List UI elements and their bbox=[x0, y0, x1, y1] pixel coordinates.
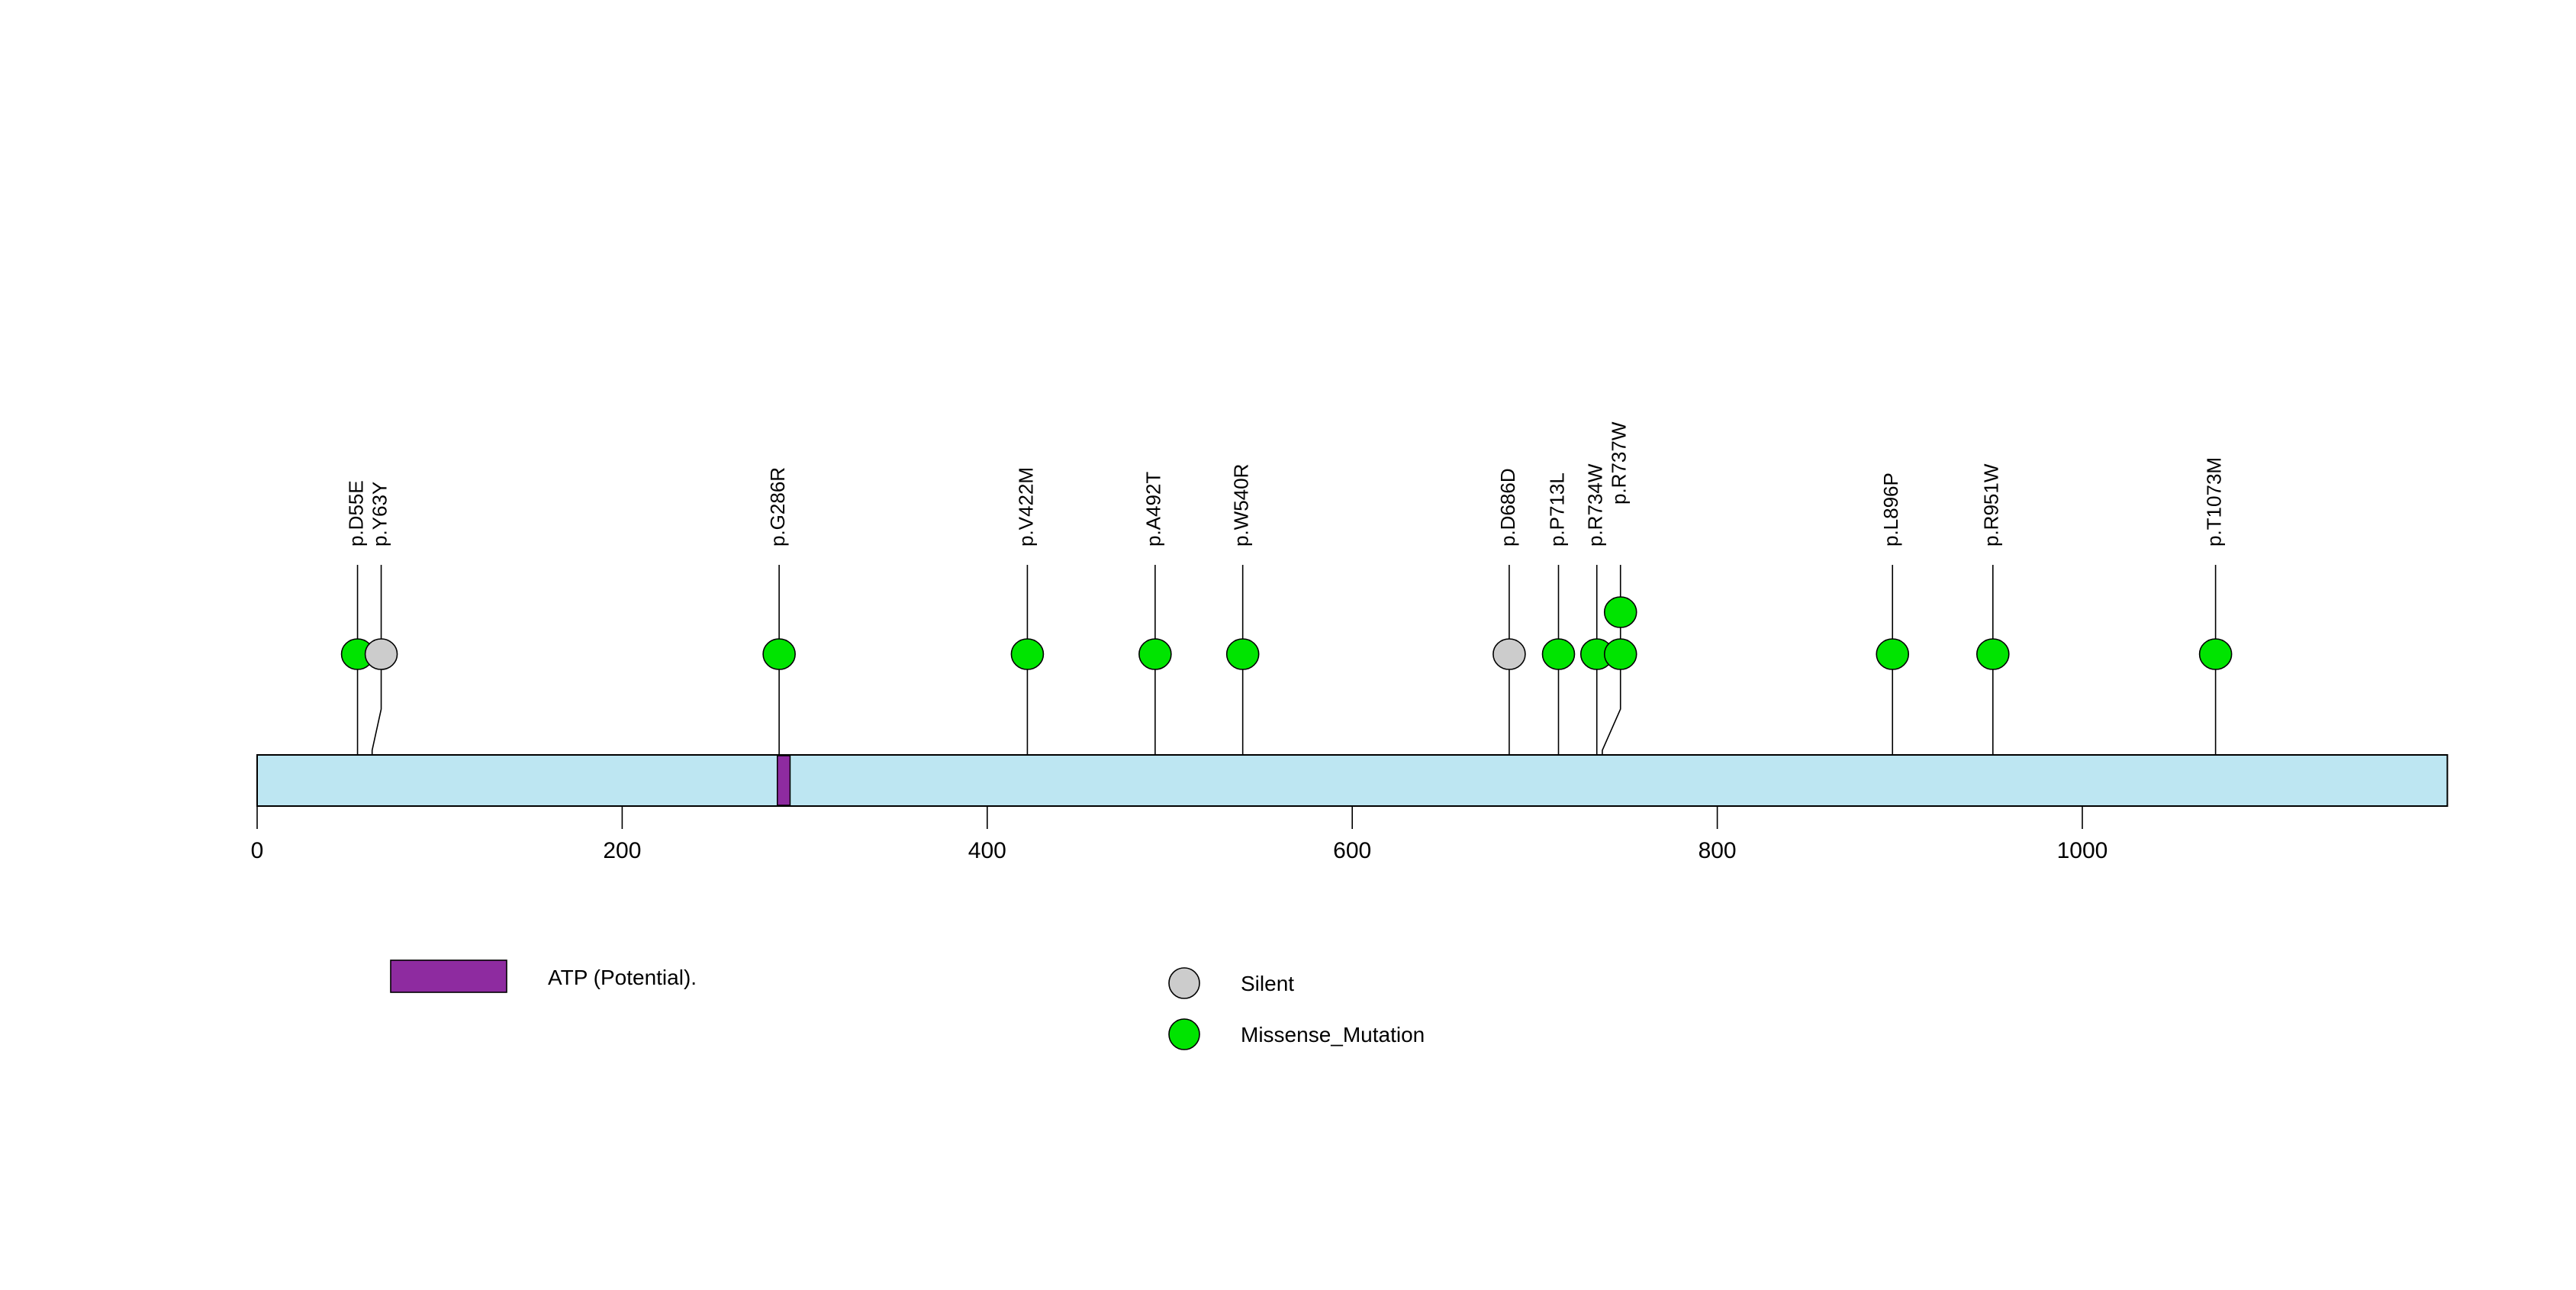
legend-domain-label: ATP (Potential). bbox=[548, 966, 697, 989]
mutation-head[interactable]: p.A492T (Missense_Mutation, n=1) bbox=[1138, 638, 1172, 670]
axis-tick-label: 200 bbox=[603, 838, 641, 863]
mutation-head[interactable]: p.Y63Y (Silent, n=1) bbox=[364, 638, 398, 670]
mutation-head[interactable]: p.L896P (Missense_Mutation, n=1) bbox=[1876, 638, 1910, 670]
mutation-head-layer: p.D55E (Missense_Mutation, n=1)p.Y63Y (S… bbox=[340, 596, 2233, 670]
mutation-label: p.Y63Y bbox=[368, 482, 391, 547]
axis-tick-label: 600 bbox=[1333, 838, 1371, 863]
mutation-label: p.R951W bbox=[1980, 463, 2003, 547]
mutation-head[interactable]: p.V422M (Missense_Mutation, n=1) bbox=[1010, 638, 1045, 670]
axis-tick-label: 400 bbox=[968, 838, 1006, 863]
legend-type-label: Missense_Mutation bbox=[1241, 1023, 1425, 1047]
mutation-label: p.W540R bbox=[1230, 464, 1253, 547]
position-axis-layer: 0 200 400 600 800 1000 bbox=[251, 806, 2108, 863]
mutation-label: p.L896P bbox=[1879, 472, 1902, 547]
mutation-label: p.A492T bbox=[1142, 472, 1165, 547]
legend-type-swatch-missense_mutation[interactable] bbox=[1168, 1018, 1200, 1050]
axis-tick-label: 1000 bbox=[2057, 838, 2108, 863]
mutation-label: p.T1073M bbox=[2202, 457, 2225, 547]
mutation-head[interactable]: p.G286R (Missense_Mutation, n=1) bbox=[762, 638, 796, 670]
protein-backbone-layer bbox=[256, 754, 2449, 807]
mutation-head[interactable]: p.R951W (Missense_Mutation, n=1) bbox=[1975, 638, 2010, 670]
axis-tick-label: 0 bbox=[251, 838, 264, 863]
mutation-head[interactable]: p.R737W (Missense_Mutation, n=2) bbox=[1603, 596, 1637, 628]
protein-domain-0[interactable]: ATP (Potential). bbox=[776, 755, 791, 806]
protein-domain-layer: ATP (Potential). bbox=[776, 755, 791, 806]
mutation-label: p.D686D bbox=[1496, 468, 1519, 547]
mutation-label: p.D55E bbox=[344, 480, 367, 547]
mutation-label: p.P713L bbox=[1545, 472, 1568, 547]
legend-domain-swatch[interactable] bbox=[390, 959, 507, 993]
mutation-head[interactable]: p.R737W (Missense_Mutation, n=2) bbox=[1603, 638, 1637, 670]
mutation-head[interactable]: p.T1073M (Missense_Mutation, n=1) bbox=[2198, 638, 2233, 670]
protein-backbone bbox=[256, 754, 2449, 807]
mutation-head[interactable]: p.P713L (Missense_Mutation, n=1) bbox=[1541, 638, 1576, 670]
mutation-label: p.V422M bbox=[1014, 467, 1037, 547]
axis-tick-label: 800 bbox=[1699, 838, 1737, 863]
mutation-head[interactable]: p.D686D (Silent, n=1) bbox=[1492, 638, 1526, 670]
mutation-label: p.G286R bbox=[766, 467, 789, 547]
mutation-label: p.R734W bbox=[1584, 463, 1607, 547]
mutation-label: p.R737W bbox=[1608, 421, 1631, 505]
legend-type-swatch-silent[interactable] bbox=[1168, 967, 1200, 999]
mutation-head[interactable]: p.W540R (Missense_Mutation, n=1) bbox=[1225, 638, 1260, 670]
legend-type-label: Silent bbox=[1241, 972, 1294, 995]
